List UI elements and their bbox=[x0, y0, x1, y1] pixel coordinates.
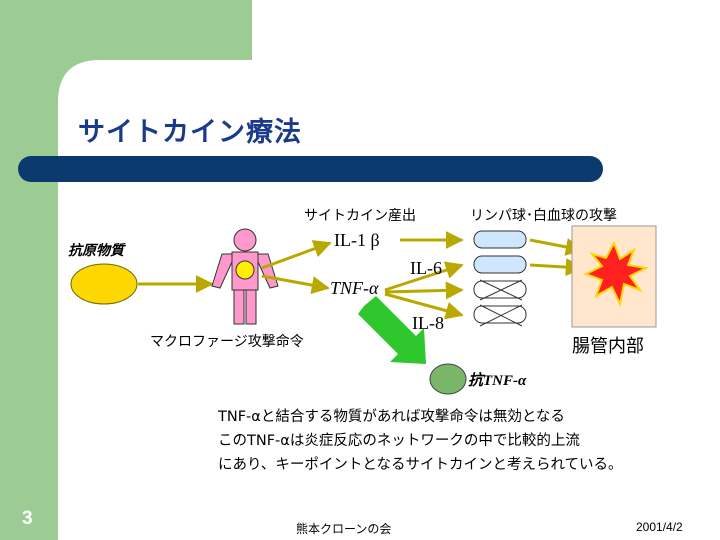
anti-tnf-oval bbox=[429, 363, 467, 395]
il1-label: IL-1 β bbox=[334, 230, 380, 250]
il8-label: IL-8 bbox=[412, 313, 444, 333]
slide-title: サイトカイン療法 bbox=[78, 117, 302, 148]
lymph-attack-label: リンパ球･白血球の攻撃 bbox=[470, 208, 617, 224]
intestine-label: 腸管内部 bbox=[572, 336, 644, 357]
anti-tnf-label: 抗TNF-α bbox=[468, 373, 527, 389]
arrow-macrophage-tnf bbox=[261, 274, 330, 294]
arrow-tnf-to-cell1 bbox=[384, 261, 464, 292]
tnf-label: TNF-α bbox=[330, 278, 379, 298]
green-block-arrow bbox=[358, 296, 426, 364]
description-line-1: TNF-αと結合する物質があれば攻撃命令は無効となる bbox=[218, 409, 565, 425]
arrow-macrophage-il1 bbox=[261, 240, 332, 270]
macrophage-caption: マクロファージ攻撃命令 bbox=[150, 334, 304, 350]
description-block: TNF-αと結合する物質があれば攻撃命令は無効となる このTNF-αは炎症反応の… bbox=[218, 405, 623, 477]
lymph-cells bbox=[473, 230, 527, 324]
green-frame bbox=[0, 0, 252, 540]
title-underline-bar bbox=[18, 156, 603, 182]
footer-organization: 熊本クローンの会 bbox=[296, 522, 392, 536]
arrow-tnf-to-cell2 bbox=[384, 281, 464, 300]
antigen-label: 抗原物質 bbox=[68, 243, 124, 259]
arrow-tnf-to-cell3 bbox=[384, 292, 464, 320]
slide-number: 3 bbox=[22, 508, 33, 529]
antigen-oval bbox=[70, 263, 138, 305]
il6-label: IL-6 bbox=[410, 258, 442, 278]
macrophage-figure bbox=[211, 228, 279, 325]
blocked-cell-cross-marks bbox=[479, 279, 523, 327]
explosion-burst bbox=[583, 240, 650, 308]
footer-date: 2001/4/2 bbox=[636, 520, 683, 534]
cytokine-production-label: サイトカイン産出 bbox=[304, 208, 416, 224]
description-line-2: このTNF-αは炎症反応のネットワークの中で比較的上流 bbox=[218, 433, 580, 449]
description-line-3: にあり、キーポイントとなるサイトカインと考えられている。 bbox=[218, 457, 623, 473]
